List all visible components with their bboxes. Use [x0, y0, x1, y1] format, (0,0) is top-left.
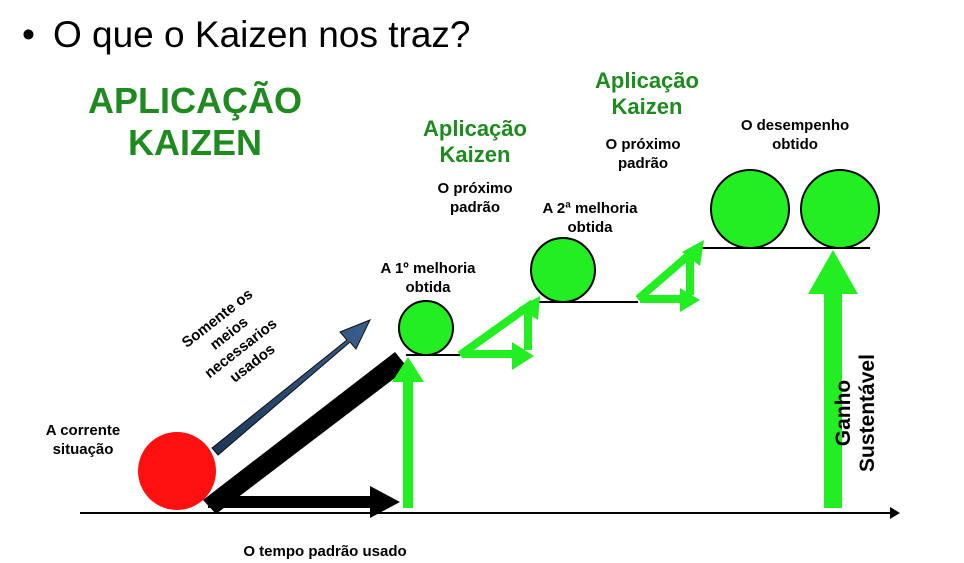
second-improvement-circle	[530, 237, 596, 303]
performance-circle-right	[800, 169, 880, 249]
stair-arrow-1-head	[512, 342, 534, 370]
first-improvement-circle	[398, 300, 454, 356]
application-1-line-1: Aplicação	[423, 116, 527, 141]
performance-circle-left	[710, 169, 790, 249]
time-axis-arrowhead	[890, 507, 900, 519]
title-bullet: •	[22, 14, 35, 55]
current-situation-circle	[138, 432, 216, 510]
application-1-line-2: Kaizen	[439, 142, 511, 167]
perf-line-1: O desempenho	[740, 117, 850, 134]
application-label-1: Aplicação Kaizen	[405, 116, 545, 168]
current-line-1: A corrente	[45, 422, 121, 439]
application-2-line-1: Aplicação	[595, 68, 699, 93]
first-line-1: A 1º melhoria	[380, 260, 476, 277]
application-2-line-2: Kaizen	[611, 94, 683, 119]
slide-title: • O que o Kaizen nos traz?	[22, 14, 471, 56]
next-standard-label-2: O próximo padrão	[588, 135, 698, 173]
heading-line-1: APLICAÇÃO	[88, 80, 302, 121]
next1-line-2: padrão	[449, 199, 500, 216]
current-situation-label: A corrente situação	[28, 421, 138, 459]
time-arrow	[208, 486, 400, 518]
first-improvement-label: A 1º melhoria obtida	[368, 259, 488, 297]
title-text: O que o Kaizen nos traz?	[52, 14, 471, 55]
next2-line-1: O próximo	[605, 136, 681, 153]
next1-line-1: O próximo	[437, 180, 513, 197]
performance-label: O desempenho obtido	[725, 116, 865, 154]
stair-arrow-2	[635, 244, 700, 303]
stair-arrow-2-head	[680, 288, 700, 312]
sustainable-gain-label: Ganho Sustentável	[832, 354, 879, 472]
step-up-arrow-1	[392, 357, 424, 508]
stair-arrow-2-tip	[682, 240, 704, 266]
current-line-2: situação	[52, 441, 114, 458]
time-label: O tempo padrão usado	[243, 543, 407, 560]
means-arrow	[211, 319, 372, 456]
ramp-bar	[203, 352, 408, 514]
second-line-1: A 2ª melhoria	[542, 200, 638, 217]
stair-arrow-1-tip	[518, 296, 540, 320]
sustainable-gain-arrow	[808, 250, 858, 508]
first-line-2: obtida	[405, 279, 451, 296]
second-improvement-label: A 2ª melhoria obtida	[530, 199, 650, 237]
heading-line-2: KAIZEN	[128, 122, 262, 163]
stair-arrow-1	[457, 299, 536, 359]
second-line-2: obtida	[567, 219, 613, 236]
application-label-2: Aplicação Kaizen	[577, 68, 717, 120]
heading: APLICAÇÃO KAIZEN	[60, 80, 330, 164]
next2-line-2: padrão	[617, 155, 668, 172]
next-standard-label-1: O próximo padrão	[420, 179, 530, 217]
perf-line-2: obtido	[772, 136, 818, 153]
